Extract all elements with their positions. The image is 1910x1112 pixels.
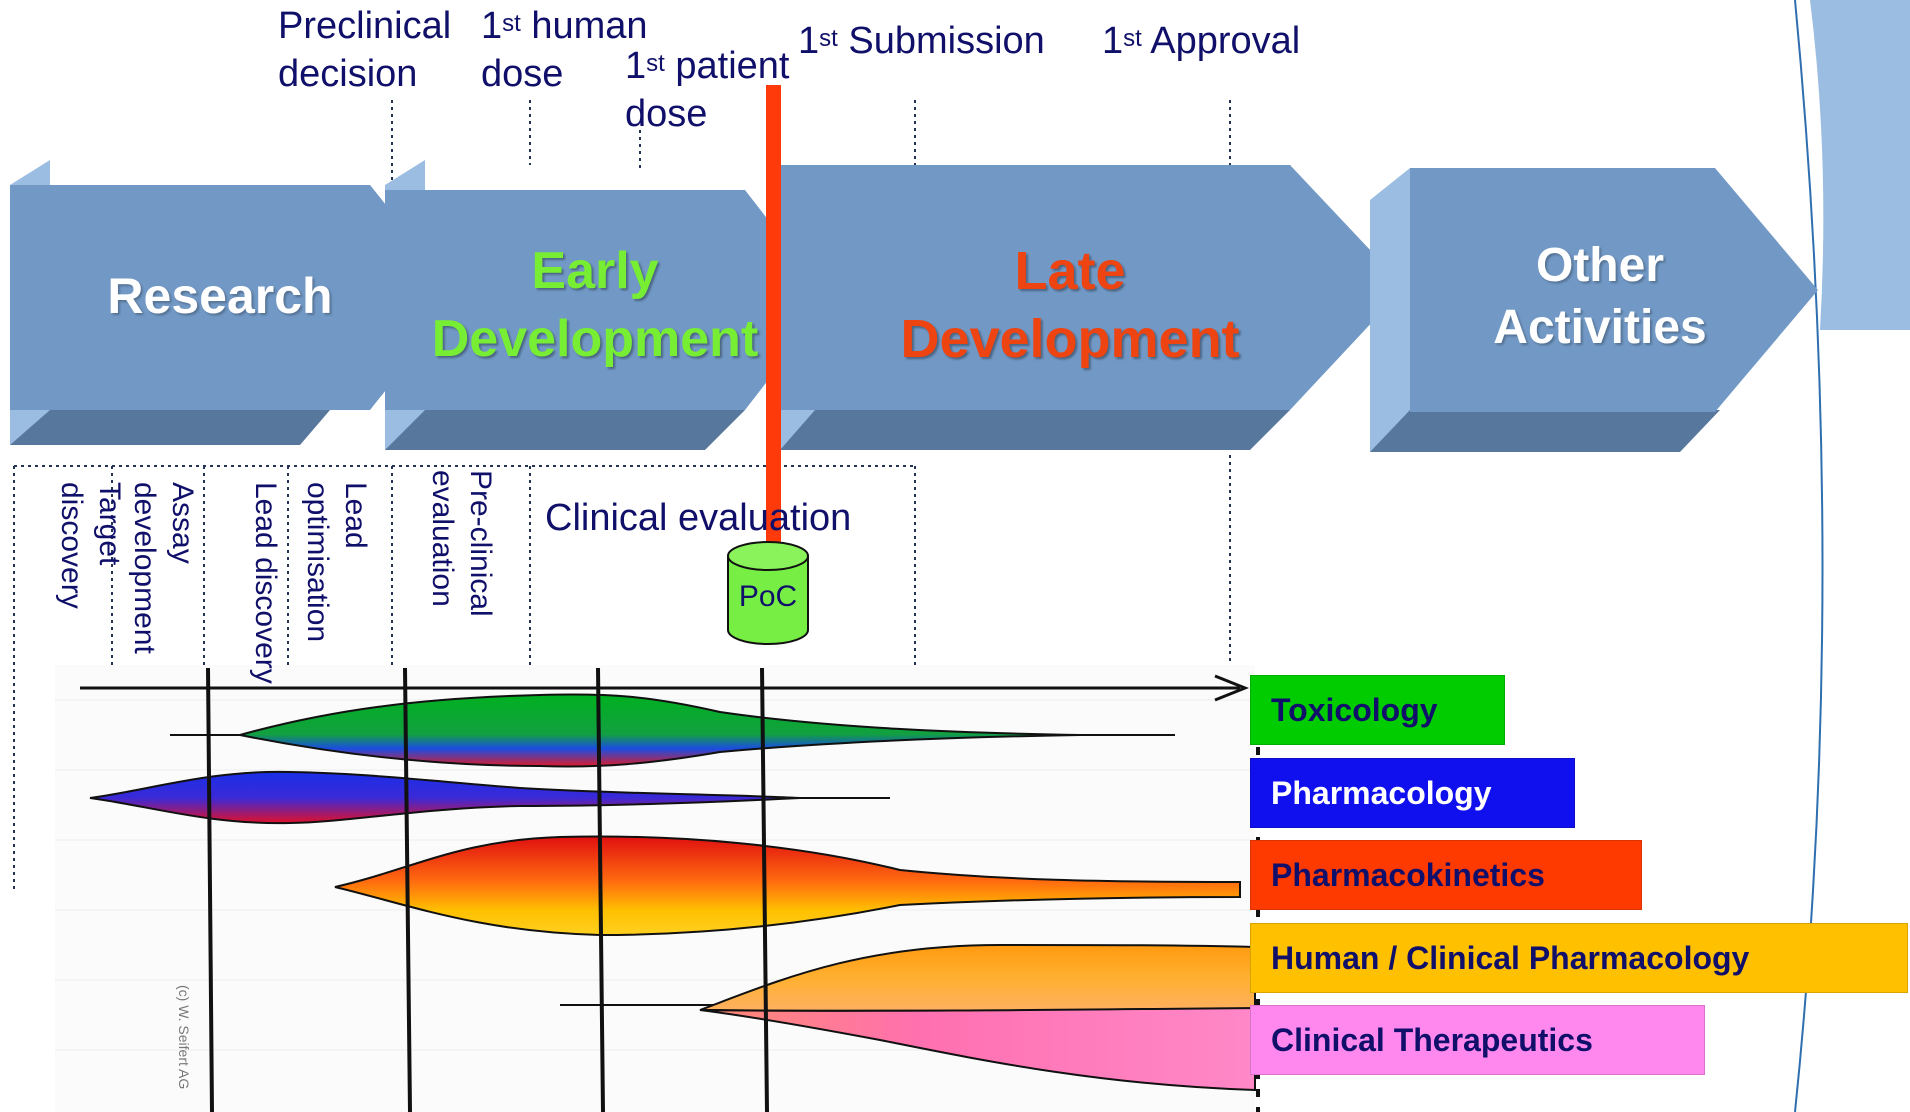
- legend-human-clinical-pharmacology: Human / Clinical Pharmacology: [1250, 923, 1908, 993]
- lane-toxicology: [170, 693, 1175, 768]
- legend-pharmacokinetics-label: Pharmacokinetics: [1271, 856, 1545, 893]
- activity-preclinical-evaluation: Pre-clinical evaluation: [426, 470, 497, 617]
- milestone-patient-num: 1: [625, 45, 647, 87]
- phase-late-line2: Development: [900, 309, 1240, 369]
- activity-lead-optimisation: Lead optimisation: [301, 482, 372, 643]
- milestone-patient-line2: dose: [625, 93, 708, 135]
- phase-other-activities-label: Other Activities: [1430, 235, 1770, 359]
- milestone-patient-text: patient: [664, 45, 790, 87]
- poc-cylinder: PoC: [726, 540, 810, 646]
- milestone-submission-num: 1: [798, 20, 820, 62]
- poc-marker-line: [766, 85, 781, 550]
- milestone-approval-num: 1: [1102, 20, 1124, 62]
- milestone-first-approval: 1st Approval: [1102, 17, 1300, 65]
- activity-clinical-evaluation: Clinical evaluation: [545, 497, 852, 539]
- arrow-other-activities: [1370, 168, 1818, 452]
- legend-pharmacology: Pharmacology: [1250, 758, 1575, 828]
- milestone-human-text: human: [520, 5, 648, 47]
- legend-clinical-therapeutics-label: Clinical Therapeutics: [1271, 1021, 1593, 1058]
- phase-early-line1: Early: [531, 242, 659, 300]
- milestone-first-human-dose: 1st human dose: [481, 2, 648, 98]
- milestone-human-line2: dose: [481, 53, 564, 95]
- arrow-late-development: [780, 165, 1405, 450]
- legend-clinical-therapeutics: Clinical Therapeutics: [1250, 1005, 1705, 1075]
- milestone-guides: [13, 100, 1231, 890]
- copyright-text: (c) W. Seifert AG: [176, 985, 192, 1090]
- lane-pharmacokinetics: [334, 835, 1241, 937]
- legend-toxicology-label: Toxicology: [1271, 691, 1438, 728]
- legend-pharmacology-label: Pharmacology: [1271, 774, 1492, 811]
- phase-early-line2: Development: [431, 310, 759, 368]
- milestone-patient-sup: st: [646, 50, 665, 77]
- milestone-preclinical-line2: decision: [278, 53, 418, 95]
- phase-other-line1: Other: [1535, 239, 1664, 292]
- activity-lead-discovery: Lead discovery: [249, 482, 282, 684]
- milestone-human-sup: st: [502, 10, 521, 37]
- lane-clinical-therapeutics: [699, 1006, 1256, 1092]
- milestone-human-num: 1: [481, 5, 503, 47]
- legend-pharmacokinetics: Pharmacokinetics: [1250, 840, 1642, 910]
- milestone-preclinical-decision: Preclinical decision: [278, 2, 451, 98]
- activity-target-discovery: Target discovery: [55, 482, 126, 609]
- milestone-approval-sup: st: [1123, 25, 1142, 52]
- milestone-submission-text: Submission: [837, 20, 1045, 62]
- phase-late-line1: Late: [1014, 241, 1126, 301]
- poc-label: PoC: [738, 580, 798, 613]
- activity-assay-development: Assay development: [128, 482, 199, 654]
- legend-toxicology: Toxicology: [1250, 675, 1505, 745]
- poc-cylinder-shape: [727, 541, 809, 645]
- arrow-early-development: [385, 160, 830, 450]
- milestone-preclinical-line1: Preclinical: [278, 5, 452, 47]
- phase-early-development-label: Early Development: [395, 237, 795, 373]
- arrow-research: [10, 160, 460, 445]
- lane-pharmacology: [89, 770, 890, 825]
- phase-late-development-label: Late Development: [830, 237, 1310, 373]
- phase-research-label: Research: [60, 266, 380, 326]
- milestone-first-patient-dose: 1st patient dose: [625, 42, 789, 138]
- legend-human-clinical-pharmacology-label: Human / Clinical Pharmacology: [1271, 939, 1750, 976]
- milestone-submission-sup: st: [819, 25, 838, 52]
- phase-other-line2: Activities: [1493, 301, 1707, 354]
- milestone-approval-text: Approval: [1141, 20, 1301, 62]
- side-panel-tab: [1810, 0, 1910, 330]
- milestone-first-submission: 1st Submission: [798, 17, 1045, 65]
- time-axis: [80, 674, 1250, 702]
- phase-research-text: Research: [107, 268, 333, 324]
